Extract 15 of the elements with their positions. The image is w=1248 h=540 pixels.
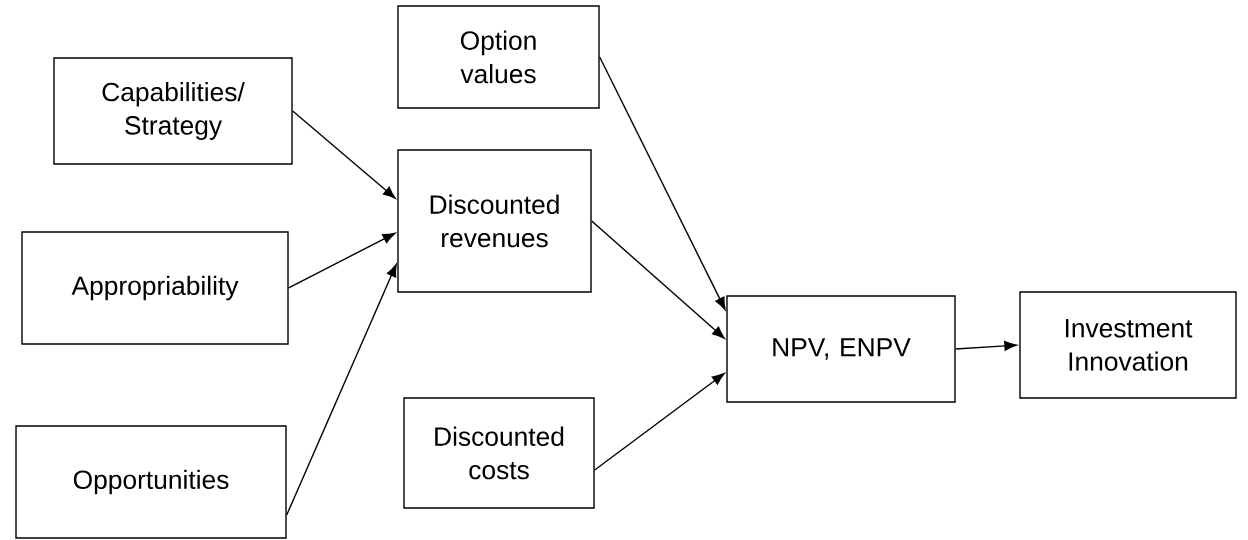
process-box: Opportunities xyxy=(15,425,287,539)
process-box: Investment Innovation xyxy=(1019,291,1237,399)
arrow xyxy=(955,340,1018,351)
process-box: Discounted costs xyxy=(403,397,595,509)
arrow xyxy=(591,220,725,339)
arrow xyxy=(292,110,396,199)
process-box: Discounted revenues xyxy=(397,149,592,293)
process-box: Option values xyxy=(397,5,600,109)
process-box: NPV, ENPV xyxy=(726,295,956,403)
process-box: Appropriability xyxy=(21,231,289,345)
arrow xyxy=(594,373,725,471)
arrow xyxy=(599,56,726,311)
arrow xyxy=(286,264,397,516)
process-box: Capabilities/ Strategy xyxy=(53,57,293,165)
arrow xyxy=(288,232,396,289)
